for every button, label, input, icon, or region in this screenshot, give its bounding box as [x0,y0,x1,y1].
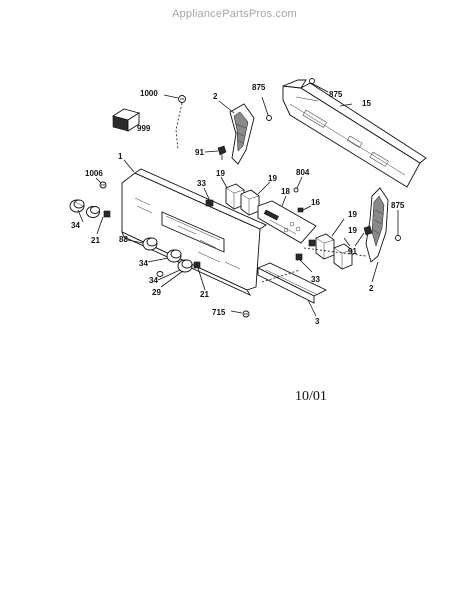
part-33-clip-upper [205,199,214,207]
label-999: 999 [137,124,151,133]
label-2-upper: 2 [213,92,218,101]
label-91-upper: 91 [195,148,204,157]
part-knob-left-2 [86,206,100,218]
label-2-right: 2 [369,284,374,293]
part-33-clip-right [295,239,316,261]
part-16-clip [297,207,304,213]
part-999-block [111,108,141,132]
label-19-right-upper: 19 [348,210,357,219]
label-34-lower-2: 34 [149,276,158,285]
watermark-header: AppliancePartsPros.com [172,8,297,20]
label-33-upper: 33 [197,179,206,188]
label-1: 1 [118,152,123,161]
label-33-right: 33 [311,275,320,284]
part-91-clip-right [363,225,373,236]
label-21-lower: 21 [200,290,209,299]
part-1-control-panel [121,168,267,297]
part-19-switch-right-lower [333,243,353,270]
label-34-lower: 34 [139,259,148,268]
label-875-upper: 875 [252,83,266,92]
label-19-upper-right: 19 [268,174,277,183]
part-2-end-bracket-right [365,187,389,263]
part-21-bezel-lower [193,261,201,269]
part-875-screw-top [309,78,315,84]
label-1000: 1000 [140,89,158,98]
part-1006-screw [99,181,107,189]
part-34-knob-left [69,199,85,213]
part-715-screw [242,310,250,318]
label-19-right-lower: 19 [348,226,357,235]
part-875-screw-right [395,235,401,241]
part-19-switch-right-upper [315,233,335,260]
label-1006: 1006 [85,169,103,178]
part-15-rear-bracket [282,79,427,188]
part-875-screw-left [266,115,272,121]
label-29: 29 [152,288,161,297]
label-21-left: 21 [91,236,100,245]
date-code: 10/01 [295,389,327,404]
part-91-clip-upper [217,145,227,160]
label-804: 804 [296,168,310,177]
part-1000-screw [178,95,186,103]
part-19-switch-upper-right [240,189,260,216]
label-3: 3 [315,317,320,326]
label-34-left: 34 [71,221,80,230]
label-19-upper-left: 19 [216,169,225,178]
label-715: 715 [212,308,226,317]
label-15: 15 [362,99,371,108]
part-34-knob-lower-2 [177,259,193,273]
part-88-knob [142,237,158,251]
label-88: 88 [119,235,128,244]
part-18-display-board [257,200,317,244]
label-91-right: 91 [348,247,357,256]
part-3-trim-strip [256,262,328,304]
label-18: 18 [281,187,290,196]
part-21-bezel-left [103,210,111,218]
label-875-right: 875 [391,201,405,210]
part-34-knob-lower [166,249,182,263]
part-804-screw [293,187,299,193]
label-16: 16 [311,198,320,207]
part-2-end-bracket-left [229,103,255,165]
part-29-knob [156,271,164,277]
label-875-bracket: 875 [329,90,343,99]
